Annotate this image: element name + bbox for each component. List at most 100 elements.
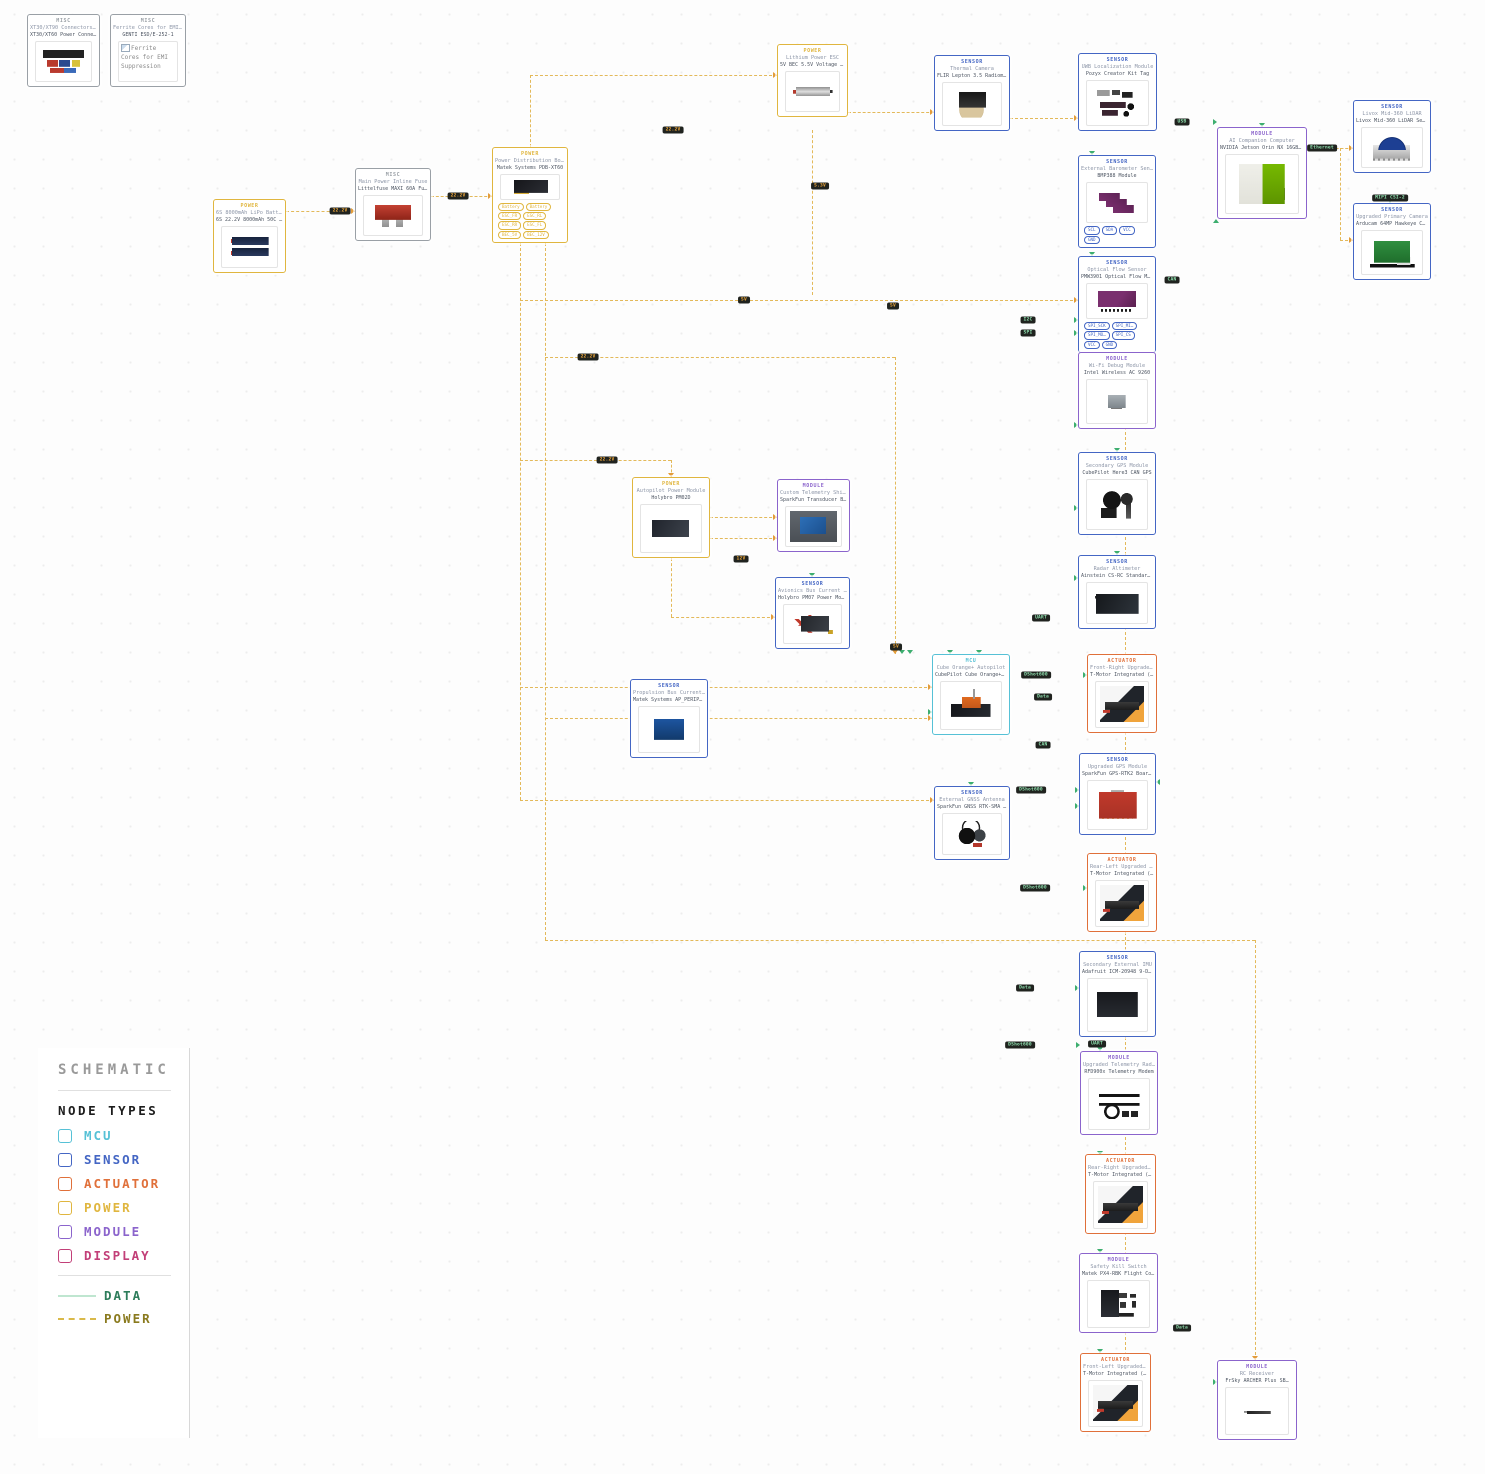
node-image-frame <box>785 505 842 547</box>
node-type-label: MODULE <box>1106 356 1128 362</box>
edge-label-data: Data <box>1016 984 1034 992</box>
power-edge <box>1010 118 1078 119</box>
edge-label-i2c: I2C <box>1020 316 1036 324</box>
node-type-label: ACTUATOR <box>1107 857 1137 863</box>
camera64-product-image <box>1366 235 1418 270</box>
node-name: Rear-Left Upgraded ESC/Motor <box>1090 864 1154 870</box>
node-name: Autopilot Power Module <box>636 488 706 494</box>
edge-label-5-3v: 5.3V <box>811 182 829 190</box>
node-name: Cube Orange+ Autopilot <box>936 665 1006 671</box>
node-image-frame <box>1361 126 1423 168</box>
broken-image-icon <box>121 44 130 53</box>
node-name: Propulsion Bus Current Sensor <box>633 690 705 696</box>
port-pill: SPI_MO… <box>1084 331 1110 340</box>
node-description: T-Motor Integrated (F60 KV280 +… <box>1090 672 1154 679</box>
power-edge <box>895 357 896 654</box>
node-type-label: SENSOR <box>961 790 983 796</box>
edge-label-can: CAN <box>1164 276 1180 284</box>
node-type-label: MODULE <box>1251 131 1273 137</box>
node-name: XT30/XT90 Connectors and Wiring <box>30 25 97 31</box>
actuator-swatch-icon <box>58 1176 72 1191</box>
edge-label-dshot600: DShot600 <box>1016 786 1046 794</box>
power-edge <box>671 558 672 617</box>
port-pill: SPI_CS <box>1111 331 1135 340</box>
node-name: Optical Flow Sensor <box>1087 267 1147 273</box>
node-type-label: ACTUATOR <box>1101 1357 1130 1363</box>
node-description: Arducam 64MP Hawkeye Camera Module <box>1356 221 1428 228</box>
power-edge <box>1340 148 1341 240</box>
legend-row-sensor: SENSOR <box>58 1152 189 1167</box>
node-name: Avionics Bus Current Sensor <box>778 588 847 594</box>
node-description: 5V BEC 5.5V Voltage Output… <box>780 62 845 69</box>
node-name: External Barometer Sensor <box>1081 166 1153 172</box>
edge-label-dshot600: DShot600 <box>1005 1041 1035 1049</box>
node-image-frame <box>942 81 1002 126</box>
node-description: SparkFun GPS-RTK2 Board - ZED-F9P <box>1082 771 1153 778</box>
port-pill: GND <box>1084 235 1100 244</box>
node-type-label: SENSOR <box>1106 757 1129 763</box>
legend-panel: SCHEMATIC NODE TYPES MCU SENSOR ACTUATOR… <box>38 1048 190 1438</box>
power-edge <box>520 687 932 688</box>
node-name: Livox Mid-360 LiDAR <box>1362 111 1422 117</box>
port-pill: SDA <box>1101 226 1118 235</box>
node-name: AI Companion Computer <box>1229 138 1295 144</box>
node-image-frame <box>1088 1379 1143 1427</box>
power-edge <box>1255 940 1256 1360</box>
edge-label-dshot600: DShot600 <box>1021 671 1051 679</box>
node-image-frame <box>1095 879 1149 927</box>
power-edge <box>710 517 777 518</box>
node-name: Custom Telemetry Shield <box>780 490 847 496</box>
node-type-label: SENSOR <box>658 683 680 689</box>
node-type-label: MCU <box>965 658 977 664</box>
node-description: Intel Wireless AC 9260 <box>1083 370 1151 377</box>
edge-label-22-2v: 22.2V <box>662 126 684 134</box>
node-image-frame: Ferrite Cores for EMI Suppression <box>118 40 178 82</box>
node-type-label: SENSOR <box>1106 260 1128 266</box>
port-pill: VCC <box>1084 340 1100 349</box>
port-pill: BEC_5V <box>498 230 522 239</box>
battery-product-image <box>225 230 274 263</box>
power-edge <box>848 112 934 113</box>
node-type-label: POWER <box>803 48 822 54</box>
node-description: 6S 22.2V 8000mAh 50C LiPo Battery… <box>216 217 283 224</box>
node-image-frame <box>640 503 702 553</box>
icm-product-image <box>1092 983 1143 1026</box>
node-description: BMP388 Module <box>1097 173 1137 180</box>
node-image-frame <box>1086 581 1148 624</box>
fuse-product-image <box>368 199 418 232</box>
node-image-frame <box>363 194 423 236</box>
node-image-frame <box>1086 478 1148 530</box>
